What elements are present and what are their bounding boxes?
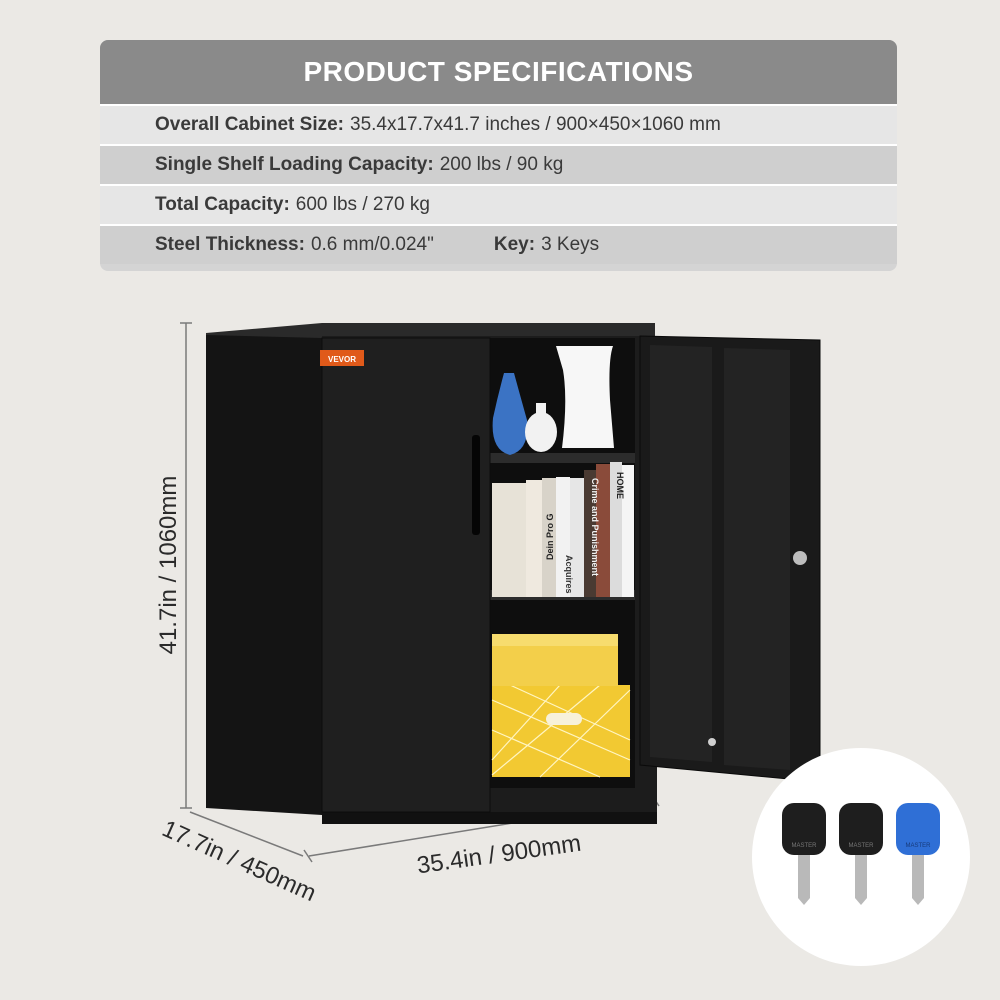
blue-key-icon: MASTER	[896, 803, 940, 905]
black-key-icon: MASTER	[782, 803, 826, 905]
vases	[492, 346, 614, 455]
svg-text:MASTER: MASTER	[791, 843, 817, 849]
keys-graphic: MASTER MASTER MASTER	[782, 803, 940, 905]
books: Dein Pro G Acquires Crime and Punishment…	[492, 462, 634, 597]
svg-text:MASTER: MASTER	[848, 843, 874, 849]
spec-label: Key:	[493, 234, 536, 255]
svg-text:MASTER: MASTER	[905, 843, 931, 849]
specifications-title: PRODUCT SPECIFICATIONS	[100, 40, 897, 104]
svg-text:HOME: HOME	[615, 472, 625, 499]
svg-text:Acquires: Acquires	[564, 555, 574, 594]
keys-display: MASTER MASTER MASTER	[752, 748, 970, 966]
svg-text:VEVOR: VEVOR	[328, 355, 356, 364]
spec-label: Overall Cabinet Size:	[155, 114, 345, 135]
spec-value: 600 lbs / 270 kg	[295, 194, 430, 215]
spec-label: Steel Thickness:	[155, 234, 305, 255]
vevor-logo: VEVOR	[320, 350, 364, 366]
open-right-door	[639, 335, 821, 783]
spec-value: 0.6 mm/0.024"	[310, 234, 434, 255]
spec-value: 35.4x17.7x41.7 inches / 900×450×1060 mm	[350, 114, 721, 135]
spec-row-size: Overall Cabinet Size: 35.4x17.7x41.7 inc…	[100, 104, 897, 144]
svg-text:Crime and Punishment: Crime and Punishment	[590, 478, 600, 576]
spec-row-steel-and-key: Steel Thickness: 0.6 mm/0.024" Key: 3 Ke…	[100, 224, 897, 264]
spec-value: 3 Keys	[541, 234, 600, 255]
spec-row-shelf-capacity: Single Shelf Loading Capacity: 200 lbs /…	[100, 144, 897, 184]
svg-text:Dein Pro G: Dein Pro G	[545, 513, 555, 560]
spec-label: Single Shelf Loading Capacity:	[155, 154, 434, 175]
spec-value: 200 lbs / 90 kg	[439, 154, 564, 175]
specifications-table: PRODUCT SPECIFICATIONS Overall Cabinet S…	[100, 40, 897, 271]
spec-label: Total Capacity:	[155, 194, 290, 215]
height-dimension-label: 41.7in / 1060mm	[155, 476, 182, 655]
depth-dimension-label: 17.7in / 450mm	[158, 815, 320, 907]
black-key-icon: MASTER	[839, 803, 883, 905]
spec-row-total-capacity: Total Capacity: 600 lbs / 270 kg	[100, 184, 897, 224]
storage-boxes	[491, 634, 631, 778]
width-dimension-label: 35.4in / 900mm	[415, 830, 583, 880]
